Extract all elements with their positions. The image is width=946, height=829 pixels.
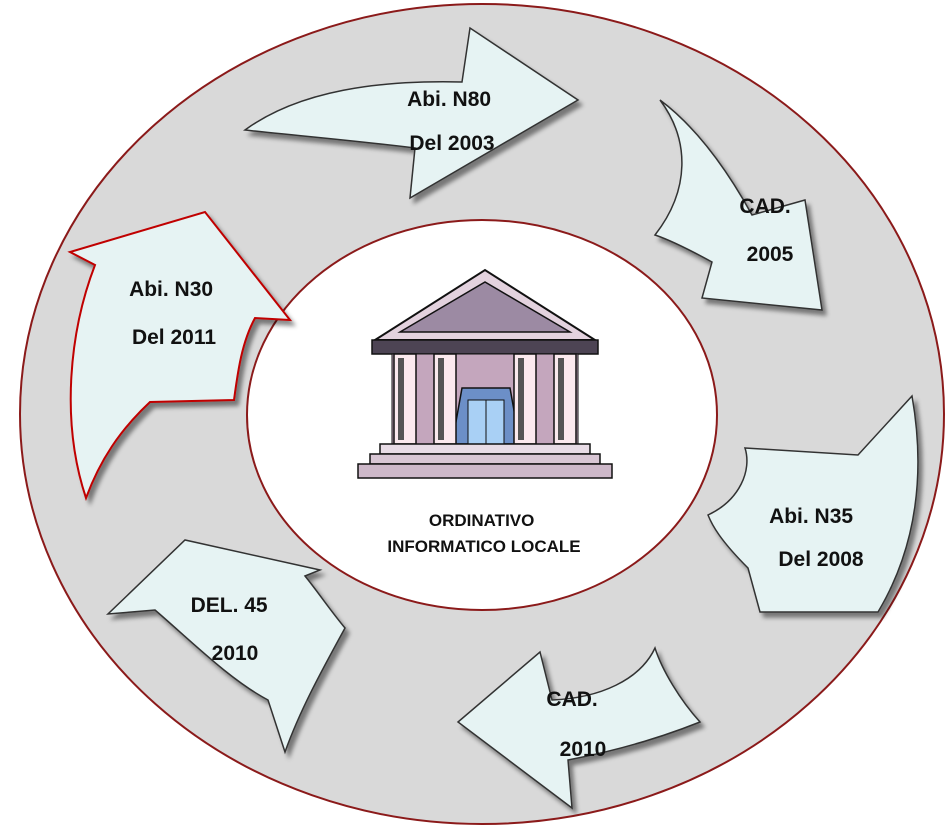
- arrow-shape: [105, 539, 346, 755]
- classical-building-icon: [357, 268, 613, 479]
- center-title-line2: INFORMATICO LOCALE: [387, 537, 580, 556]
- step-label-line2: Del 2011: [132, 326, 216, 349]
- svg-text:DEL. 45 2010: DEL. 45 2010: [191, 594, 274, 665]
- svg-text:CAD. 2005: CAD. 2005: [739, 195, 796, 266]
- step-label-line2: 2005: [747, 243, 794, 266]
- arrow-shape: [707, 394, 919, 613]
- step-arrow-abi-n80-2003: Abi. N80 Del 2003: [242, 26, 580, 200]
- svg-text:ORDINATIVO INFORMATICO LOC: ORDINATIVO INFORMATICO LOCALE: [387, 511, 580, 556]
- step-label-line1: Abi. N35: [769, 505, 853, 528]
- step-label-line1: Abi. N30: [129, 278, 213, 301]
- step-arrow-abi-n30-2011: Abi. N30 Del 2011: [67, 210, 293, 502]
- svg-text:Abi. N30 Del 2011: Abi. N30 Del 2011: [129, 278, 219, 349]
- svg-text:CAD. 2010: CAD. 2010: [546, 688, 606, 761]
- arrow-shape: [67, 210, 293, 502]
- arrow-shape: [456, 645, 702, 810]
- step-label-line1: CAD.: [546, 688, 597, 711]
- step-arrow-abi-n35-2008: Abi. N35 Del 2008: [707, 394, 919, 613]
- center-title-line1: ORDINATIVO: [429, 511, 534, 530]
- step-label-line1: Abi. N80: [407, 88, 491, 111]
- step-label-line2: 2010: [212, 642, 259, 665]
- arrow-shape: [242, 26, 580, 200]
- step-label-line2: 2010: [560, 738, 607, 761]
- step-label-line2: Del 2008: [778, 548, 864, 571]
- step-arrow-del-45-2010: DEL. 45 2010: [105, 539, 346, 755]
- arrow-shape: [653, 99, 823, 311]
- step-label-line1: DEL. 45: [191, 594, 268, 617]
- step-label-line2: Del 2003: [409, 132, 494, 155]
- svg-text:Abi. N35 Del 2008: Abi. N35 Del 2008: [769, 505, 864, 571]
- svg-text:Abi. N80 Del 2003: Abi. N80 Del 2003: [407, 88, 497, 155]
- step-arrow-cad-2005: CAD. 2005: [653, 99, 823, 311]
- step-arrow-cad-2010: CAD. 2010: [456, 645, 702, 810]
- step-label-line1: CAD.: [739, 195, 790, 218]
